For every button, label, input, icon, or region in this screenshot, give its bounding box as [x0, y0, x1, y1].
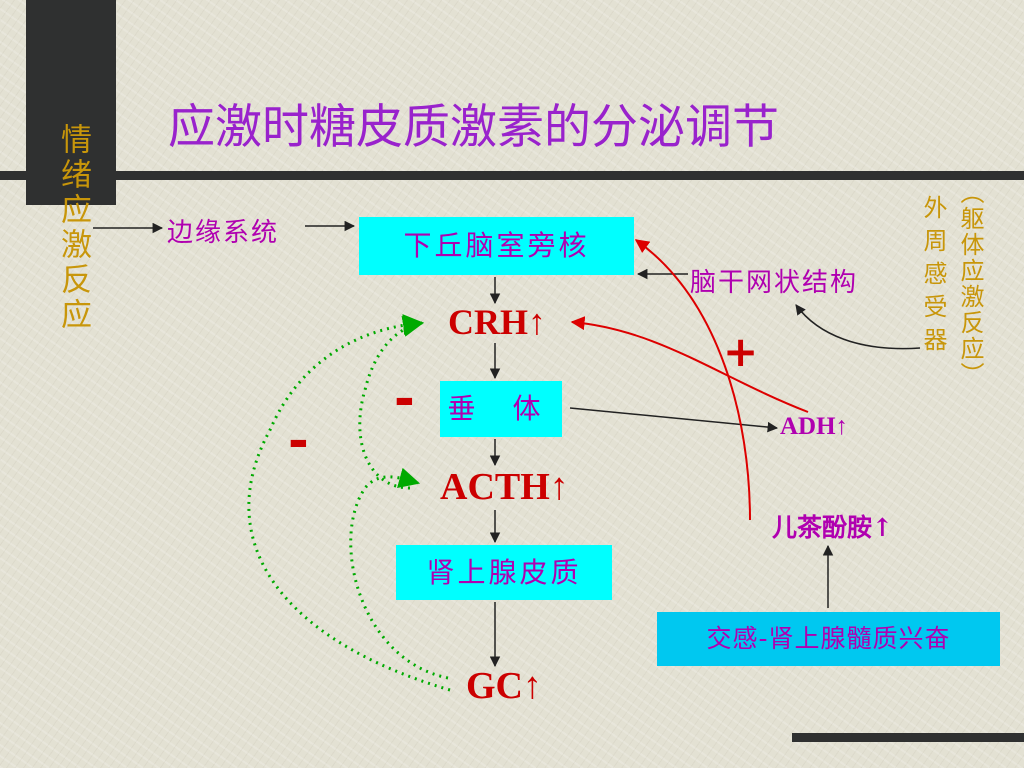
negative-sign-inner: - — [394, 370, 415, 428]
adh-label: ADH↑ — [780, 413, 849, 440]
bottom-rule — [792, 733, 1024, 742]
adrenal-cortex-box: 肾上腺皮质 — [396, 545, 612, 600]
acth-label: ACTH↑ — [440, 466, 569, 508]
gc-label: GC↑ — [466, 665, 542, 707]
feedback-gc-to-crh — [247, 314, 451, 692]
pituitary-box: 垂 体 — [440, 381, 562, 437]
catecholamine-label: 儿茶酚胺↑ — [772, 513, 893, 542]
decorative-dark-block — [26, 0, 116, 205]
slide-title: 应激时糖皮质激素的分泌调节 — [168, 100, 779, 155]
negative-sign-outer: - — [288, 412, 309, 470]
arrow-pituitary-to-adh — [569, 407, 779, 433]
feedback-gc-to-acth — [349, 467, 449, 680]
stimulus-adh-to-crh — [570, 316, 809, 413]
arrow-receptor-to-brainstem — [795, 304, 921, 350]
feedback-acth-to-crh — [358, 316, 425, 490]
somatic-stress-label: （躯体应激反应） — [956, 180, 984, 388]
positive-sign: + — [723, 327, 759, 376]
brainstem-reticular-label: 脑干网状结构 — [690, 268, 859, 298]
emotional-stress-label: 情绪应激反应 — [55, 123, 91, 333]
hypothalamus-box: 下丘脑室旁核 — [359, 217, 634, 275]
stimulus-catecholamine-to-hypothalamus — [634, 239, 751, 521]
limbic-system-label: 边缘系统 — [167, 218, 280, 248]
crh-label: CRH↑ — [448, 302, 546, 342]
top-rule — [0, 171, 1024, 180]
sympathetic-adrenal-box: 交感-肾上腺髓质兴奋 — [657, 612, 1000, 666]
peripheral-receptor-label: 外周感受器 — [919, 195, 947, 360]
